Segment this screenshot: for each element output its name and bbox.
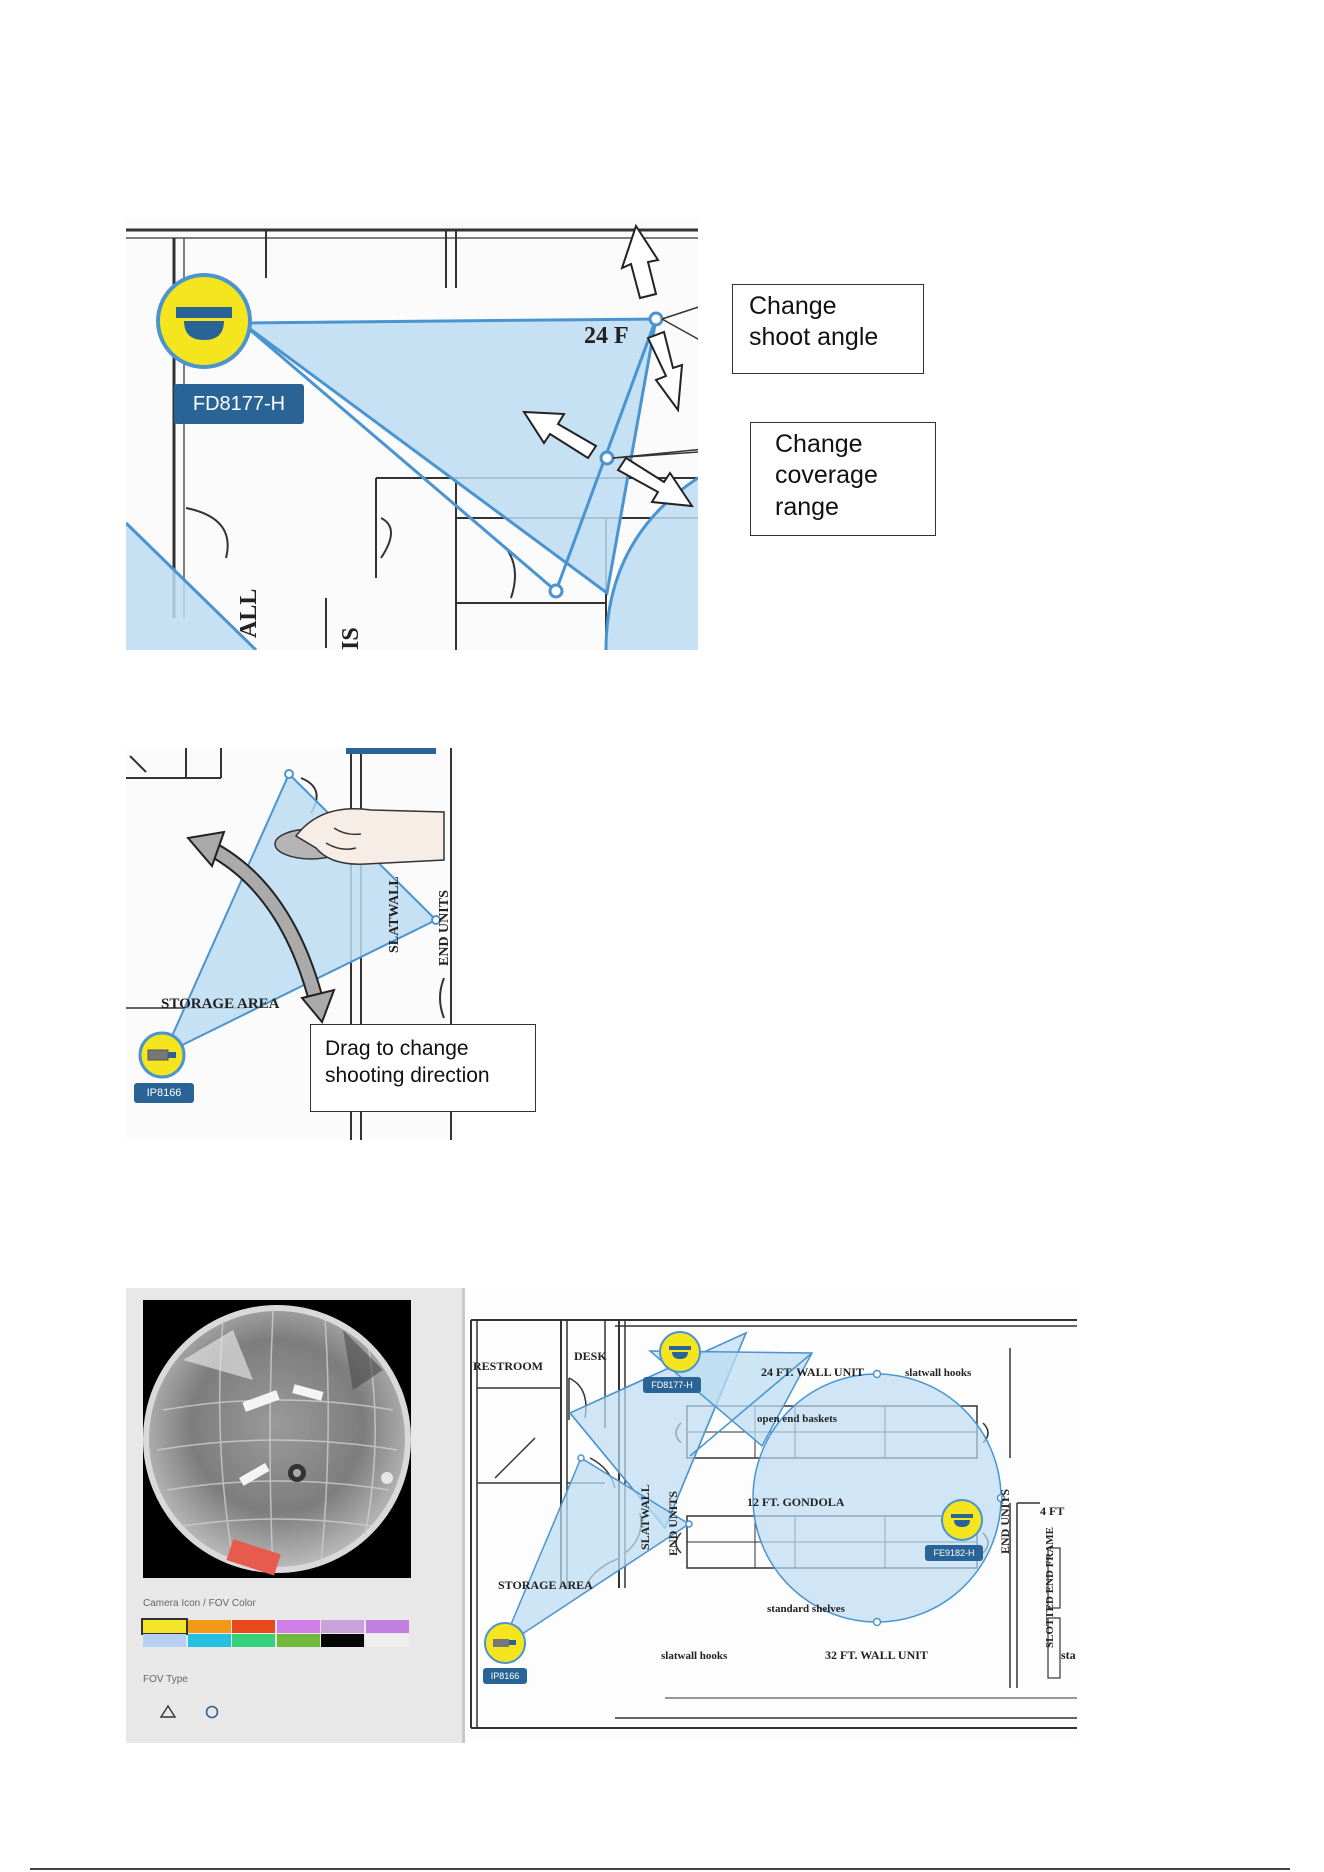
- corner-handle[interactable]: [548, 583, 564, 599]
- curved-drag-arrow-icon: [186, 830, 336, 1024]
- plan-label-sta: sta: [1061, 1648, 1076, 1662]
- panel-divider[interactable]: [462, 1288, 465, 1743]
- plan-label-slatwall-hooks-top: slatwall hooks: [905, 1367, 972, 1379]
- plan-label-slatwall: SLATWALL: [387, 876, 402, 953]
- camera-tag-fe9182h: FE9182-H: [925, 1545, 983, 1561]
- plan-label-wall-unit-32: 32 FT. WALL UNIT: [825, 1648, 928, 1662]
- color-swatch[interactable]: [276, 1634, 320, 1647]
- plan-label-wall-unit-24: 24 FT. WALL UNIT: [761, 1365, 864, 1379]
- callout-line: shoot angle: [749, 323, 879, 352]
- color-swatch[interactable]: [187, 1620, 231, 1633]
- color-swatch[interactable]: [365, 1620, 409, 1633]
- arrow-down-icon: [646, 330, 684, 413]
- plan-text-all: ALL: [236, 589, 262, 638]
- callout-change-coverage-range: Change coverage range: [750, 422, 936, 536]
- fisheye-view: [143, 1305, 411, 1576]
- camera-tag-fd8177h: FD8177-H: [174, 384, 304, 424]
- plan-label-storage-area: STORAGE AREA: [498, 1578, 593, 1592]
- plan-label-end-units-right: END UNITS: [998, 1489, 1012, 1554]
- fisheye-preview: [143, 1300, 411, 1578]
- color-swatch[interactable]: [187, 1634, 231, 1647]
- plan-label-slotted-end-frame: SLOTTED END FRAME: [1044, 1527, 1056, 1648]
- floorplan-1: 24 F ALL IS: [126, 218, 698, 650]
- plan-label-restroom: RESTROOM: [473, 1359, 543, 1373]
- plan-label-end-units-left: END UNITS: [666, 1491, 680, 1556]
- bullet-camera-icon[interactable]: [484, 1622, 526, 1664]
- color-swatch[interactable]: [321, 1620, 364, 1633]
- callout-line: shooting direction: [325, 1064, 490, 1088]
- camera-settings-panel: Camera Icon / FOV Color FOV Type: [126, 1288, 462, 1743]
- fov-circle-icon[interactable]: [202, 1702, 222, 1722]
- plan-label-slatwall-hooks-bottom: slatwall hooks: [661, 1650, 728, 1662]
- plan-label-end-units: END UNITS: [437, 890, 452, 966]
- plan-label-open-end-baskets: open end baskets: [757, 1413, 838, 1425]
- plan-label-storage: STORAGE AREA: [161, 996, 280, 1012]
- color-swatch-grid: [141, 1618, 411, 1650]
- camera-tag-ip8166: IP8166: [134, 1083, 194, 1103]
- color-swatch[interactable]: [232, 1620, 275, 1633]
- callout-line: range: [775, 492, 839, 521]
- callout-line: Change: [775, 430, 863, 458]
- color-swatch[interactable]: [232, 1634, 275, 1647]
- dome-camera-icon[interactable]: [156, 273, 252, 369]
- bullet-camera-icon[interactable]: [138, 1031, 186, 1079]
- callout-change-shoot-angle: Change shoot angle: [732, 284, 924, 374]
- angle-handle[interactable]: [648, 311, 664, 327]
- color-swatch[interactable]: [321, 1634, 364, 1647]
- callout-line: Change: [749, 292, 837, 320]
- color-heading: Camera Icon / FOV Color: [143, 1598, 256, 1609]
- plan-label-4ft: 4 FT: [1040, 1504, 1064, 1518]
- dome-camera-icon[interactable]: [659, 1331, 701, 1373]
- camera-tag-fd8177h: FD8177-H: [643, 1377, 701, 1393]
- color-swatch[interactable]: [276, 1620, 320, 1633]
- callout-line: coverage: [775, 461, 878, 490]
- plan-label-desk: DESK: [574, 1349, 607, 1363]
- range-handle[interactable]: [599, 450, 615, 466]
- arrow-inward-icon: [522, 410, 598, 460]
- color-swatch[interactable]: [141, 1618, 188, 1635]
- plan-label-gondola: 12 FT. GONDOLA: [747, 1495, 845, 1509]
- plan-text-is: IS: [338, 627, 364, 650]
- color-swatch[interactable]: [143, 1634, 186, 1647]
- plan-label-slatwall: SLATWALL: [638, 1484, 652, 1550]
- store-floorplan-map[interactable]: RESTROOM DESK 24 FT. WALL UNIT slatwall …: [465, 1288, 1077, 1743]
- camera-tag-ip8166: IP8166: [483, 1668, 527, 1684]
- arrow-up-icon: [620, 223, 660, 300]
- figure-shoot-angle: 24 F ALL IS FD8177-H: [126, 218, 698, 650]
- callout-drag-direction: Drag to change shooting direction: [310, 1024, 536, 1112]
- page-footer-rule: [30, 1868, 1290, 1870]
- arrow-outward-icon: [616, 456, 695, 508]
- fov-type-heading: FOV Type: [143, 1674, 188, 1685]
- floorplan-3: RESTROOM DESK 24 FT. WALL UNIT slatwall …: [465, 1288, 1077, 1743]
- dome-camera-icon[interactable]: [941, 1499, 983, 1541]
- callout-line: Drag to change: [325, 1037, 469, 1060]
- color-swatch[interactable]: [365, 1634, 409, 1647]
- hand-mouse-icon: [274, 808, 445, 865]
- plan-text-24f: 24 F: [584, 323, 629, 349]
- fov-triangle-icon[interactable]: [158, 1702, 178, 1722]
- plan-label-standard-shelves: standard shelves: [767, 1603, 846, 1615]
